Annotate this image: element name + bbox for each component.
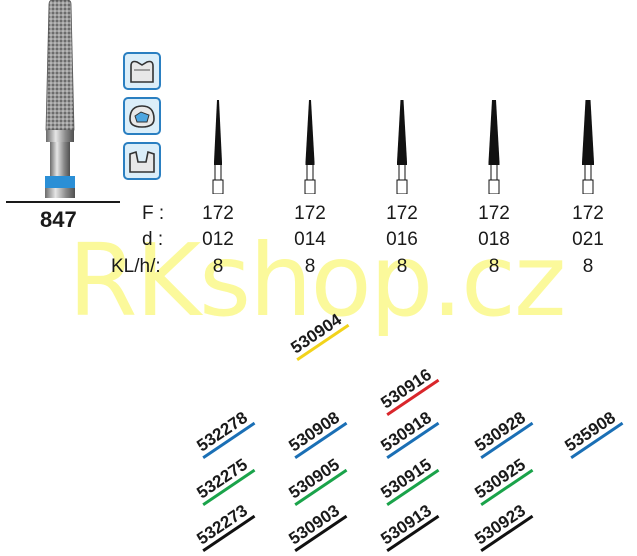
shank-silhouette-icon xyxy=(304,100,316,194)
col4-f: 172 xyxy=(478,203,510,224)
col4-kl: 8 xyxy=(488,256,500,277)
preparation-symbol-icon xyxy=(123,142,161,180)
order-code-blue: 530908 xyxy=(284,407,348,459)
cavity-symbol-icon xyxy=(123,97,161,135)
col3-kl: 8 xyxy=(396,256,408,277)
col4-d: 018 xyxy=(478,229,510,250)
col5-d: 021 xyxy=(572,229,604,250)
watermark: RKshop.cz xyxy=(68,222,566,339)
order-code-red: 530916 xyxy=(376,364,440,416)
col2-f: 172 xyxy=(294,203,326,224)
shank-silhouette-icon xyxy=(488,100,500,194)
bur-icon xyxy=(45,0,75,198)
col1-kl: 8 xyxy=(212,256,224,277)
order-code-blue: 535908 xyxy=(560,407,624,459)
order-code-blue: 530928 xyxy=(470,407,534,459)
row-label-f: F : xyxy=(142,203,165,224)
order-code-black: 530903 xyxy=(284,500,348,552)
col2-d: 014 xyxy=(294,229,326,250)
order-code-black: 532273 xyxy=(192,500,256,552)
crown-symbol-icon xyxy=(123,52,161,90)
order-code-blue: 530918 xyxy=(376,407,440,459)
col1-f: 172 xyxy=(202,203,234,224)
col5-kl: 8 xyxy=(582,256,594,277)
row-label-d: d : xyxy=(142,229,164,250)
divider-line xyxy=(6,201,120,203)
order-code-green: 530925 xyxy=(470,454,534,506)
shank-silhouette-icon xyxy=(396,100,408,194)
order-code-green: 530915 xyxy=(376,454,440,506)
row-label-kl: KL/h/: xyxy=(111,256,161,277)
order-code-green: 530905 xyxy=(284,454,348,506)
shank-silhouette-icon xyxy=(582,100,594,194)
order-code-blue: 532278 xyxy=(192,407,256,459)
col5-f: 172 xyxy=(572,203,604,224)
col3-f: 172 xyxy=(386,203,418,224)
order-code-green: 532275 xyxy=(192,454,256,506)
shank-silhouette-icon xyxy=(212,100,224,194)
col3-d: 016 xyxy=(386,229,418,250)
col2-kl: 8 xyxy=(304,256,316,277)
order-code-black: 530923 xyxy=(470,500,534,552)
order-code-black: 530913 xyxy=(376,500,440,552)
col1-d: 012 xyxy=(202,229,234,250)
product-number: 847 xyxy=(40,207,77,232)
